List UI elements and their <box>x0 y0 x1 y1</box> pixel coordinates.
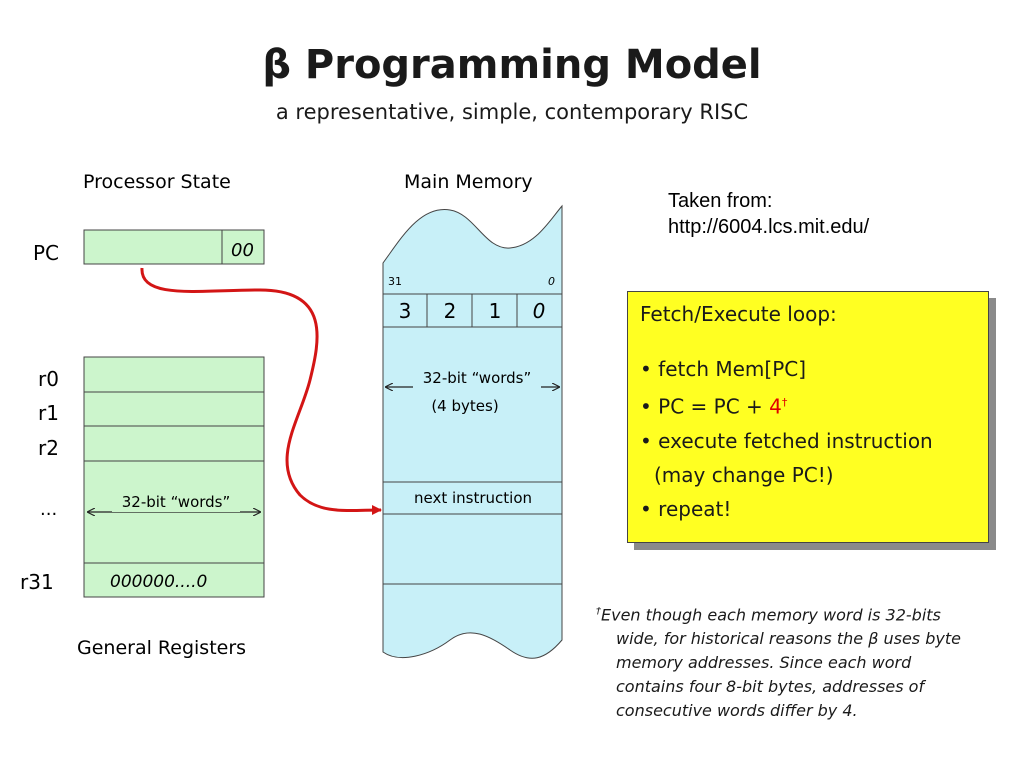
pc-increment-dagger: † <box>781 396 788 409</box>
memory-byte-0: 0 <box>533 299 546 323</box>
next-instruction-label: next instruction <box>414 489 532 507</box>
register-file <box>83 356 265 598</box>
footnote-line: memory addresses. Since each word <box>616 653 912 673</box>
general-registers-caption: General Registers <box>77 637 246 659</box>
pc-label: PC <box>33 241 59 265</box>
pc-update-prefix: • PC = PC + <box>640 394 770 419</box>
memory-bit-low: 0 <box>548 275 555 288</box>
footnote-line: †Even though each memory word is 32-bits <box>596 605 941 625</box>
register-width-label: 32-bit “words” <box>122 493 231 511</box>
register-width-label-bg <box>112 490 240 512</box>
memory-bytes-label: (4 bytes) <box>431 397 498 415</box>
pc-suffix: 00 <box>231 240 254 261</box>
loop-item-execute-note: (may change PC!) <box>654 462 834 487</box>
source-credit: Taken from: http://6004.lcs.mit.edu/ <box>668 188 869 240</box>
register-label-ellipsis: ... <box>40 499 57 520</box>
memory-body <box>382 204 563 585</box>
memory-width-label: 32-bit “words” <box>423 369 532 387</box>
pc-increment: 4 <box>769 394 782 419</box>
fetch-execute-box: Fetch/Execute loop: • fetch Mem[PC] • PC… <box>627 291 989 543</box>
footnote-line: contains four 8-bit bytes, addresses of <box>616 677 925 697</box>
memory-width-label-bg <box>413 367 541 388</box>
page-subtitle: a representative, simple, contemporary R… <box>275 100 749 124</box>
pc-register <box>83 229 265 265</box>
processor-state-heading: Processor State <box>83 171 231 193</box>
footnote-line: wide, for historical reasons the β uses … <box>616 629 961 649</box>
footnote-line: consecutive words differ by 4. <box>616 701 858 721</box>
loop-item-execute: • execute fetched instruction <box>640 428 933 453</box>
memory-torn-bottom <box>382 583 563 659</box>
loop-item-fetch: • fetch Mem[PC] <box>640 357 807 381</box>
memory-byte-2: 2 <box>444 299 457 323</box>
memory-byte-1: 1 <box>489 299 502 323</box>
memory-bit-high: 31 <box>388 275 402 288</box>
footnote-mark: † <box>596 606 601 617</box>
register-label-r31: r31 <box>20 570 54 594</box>
register-label-r2: r2 <box>38 436 59 460</box>
credit-url[interactable]: http://6004.lcs.mit.edu/ <box>668 216 870 238</box>
pc-to-memory-arrow <box>140 267 382 516</box>
register-label-r0: r0 <box>38 367 59 391</box>
r31-value: 000000....0 <box>110 572 207 592</box>
footnote: †Even though each memory word is 32-bits… <box>596 600 1006 723</box>
credit-line-1: Taken from: <box>668 190 773 212</box>
main-memory-heading: Main Memory <box>404 171 533 193</box>
register-label-r1: r1 <box>38 401 59 425</box>
memory-byte-3: 3 <box>399 299 412 323</box>
page-title: β Programming Model <box>262 42 762 88</box>
loop-item-pc-update: • PC = PC + 4† <box>640 386 976 424</box>
loop-item-repeat: • repeat! <box>640 496 732 521</box>
loop-heading: Fetch/Execute loop: <box>640 302 837 326</box>
